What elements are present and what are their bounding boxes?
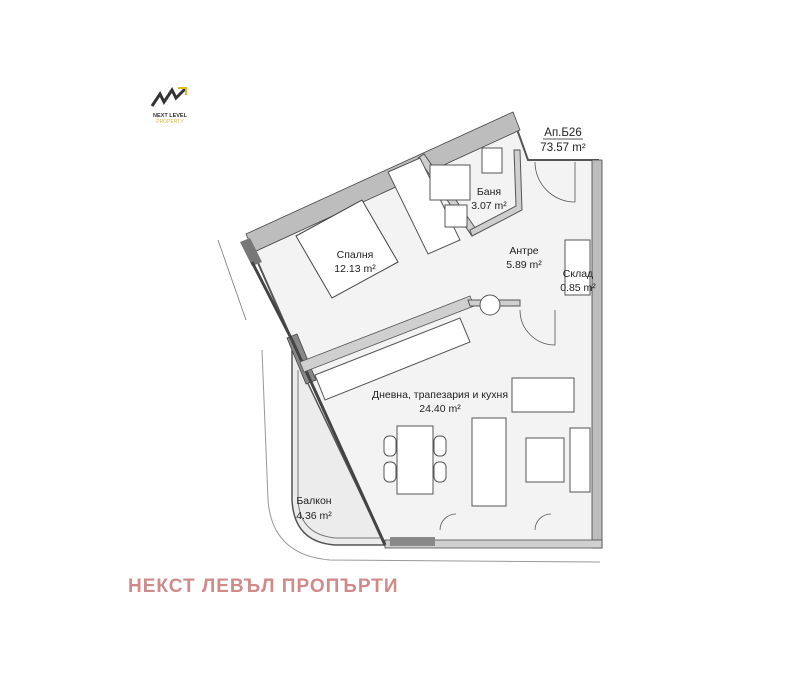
- living-door: [519, 309, 556, 346]
- sofa-small: [511, 377, 575, 413]
- room-name-bedroom: Спалня: [337, 249, 374, 261]
- room-area-storage: 0.85 m²: [560, 282, 596, 294]
- room-area-living: 24.40 m²: [419, 403, 461, 415]
- coffee-table: [525, 437, 565, 483]
- toilet: [481, 147, 503, 174]
- watermark: НЕКСТ ЛЕВЪЛ ПРОПЪРТИ: [128, 576, 399, 597]
- wardrobe: [387, 157, 461, 255]
- apartment-name: Ап.Б26: [544, 127, 581, 139]
- chair: [433, 435, 447, 457]
- site-outline: [261, 349, 601, 563]
- logo-line2: PROPERTY: [156, 119, 184, 125]
- room-name-bathroom: Баня: [477, 186, 501, 198]
- room-area-hall: 5.89 m²: [506, 259, 542, 271]
- storage-closet: [564, 239, 591, 296]
- room-name-balcony: Балкон: [296, 495, 331, 507]
- sink: [444, 204, 468, 228]
- shower: [429, 164, 471, 201]
- kitchen-counter: [314, 317, 471, 401]
- balcony-railing: [297, 370, 380, 539]
- column: [390, 537, 435, 546]
- bed: [295, 199, 399, 299]
- dining-table: [396, 425, 434, 495]
- balcony-doors: [439, 513, 552, 531]
- wall-east: [591, 159, 603, 549]
- entry-door: [534, 161, 576, 203]
- column: [240, 238, 262, 266]
- logo-line1: NEXT LEVEL: [153, 113, 187, 119]
- wall-south: [384, 539, 603, 549]
- room-name-storage: Склад: [563, 268, 593, 280]
- room-name-living: Дневна, трапезария и кухня: [372, 389, 508, 401]
- room-area-bathroom: 3.07 m²: [471, 200, 507, 212]
- logo-graph-icon: [150, 86, 188, 107]
- glazing-west: [290, 339, 387, 546]
- tv-unit: [569, 427, 591, 493]
- room-area-balcony: 4.36 m²: [296, 510, 332, 522]
- wall-bathroom-2: [469, 149, 523, 237]
- chair: [383, 461, 397, 483]
- chair: [383, 435, 397, 457]
- company-logo: NEXT LEVEL PROPERTY: [148, 86, 192, 125]
- apartment-area: 73.57 m²: [540, 142, 586, 154]
- room-name-hall: Антре: [509, 245, 538, 257]
- site-line: [217, 239, 247, 321]
- room-area-bedroom: 12.13 m²: [334, 263, 376, 275]
- glazing-bedroom: [250, 261, 294, 341]
- sofa: [471, 417, 507, 507]
- washing-machine: [479, 294, 501, 316]
- chair: [433, 461, 447, 483]
